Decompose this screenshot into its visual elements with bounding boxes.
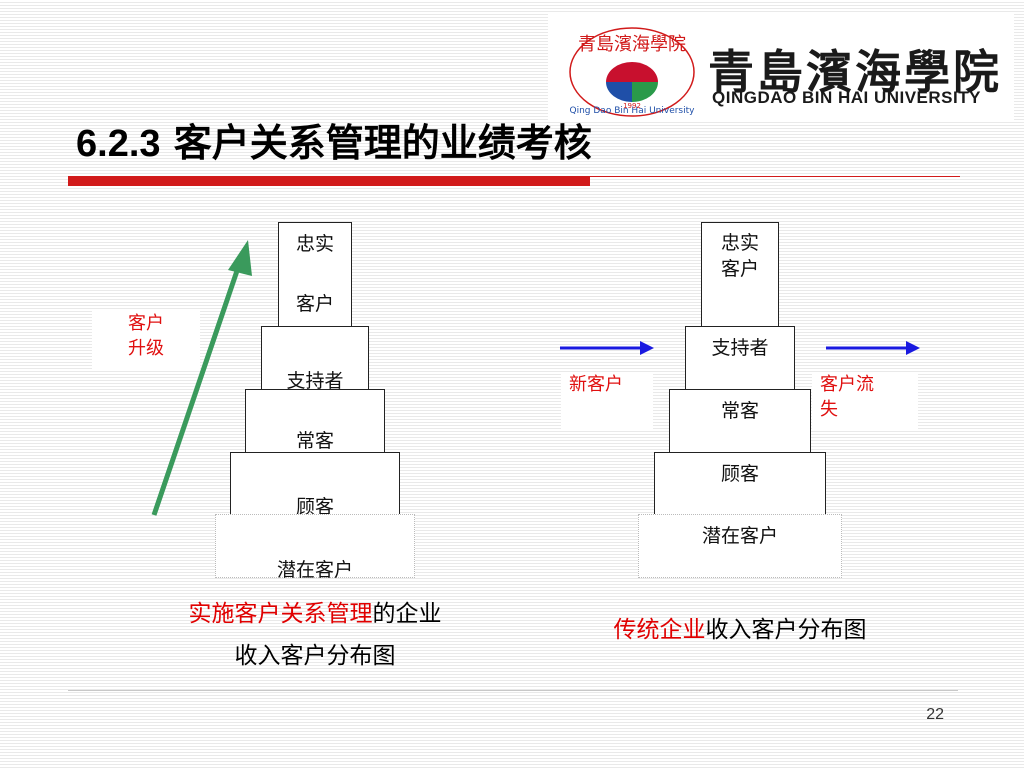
left-level-regular: 常客 <box>245 389 385 453</box>
upgrade-label: 客户 升级 <box>92 311 200 369</box>
svg-text:青島濱海學院: 青島濱海學院 <box>578 34 686 55</box>
new-customer-label: 新客户 <box>561 372 653 430</box>
customer-churn-label: 客户流 失 <box>812 372 918 430</box>
right-level-loyal-customer: 忠实 客户 <box>701 222 779 328</box>
right-level-supporter: 支持者 <box>685 326 795 390</box>
right-level-potential: 潜在客户 <box>638 514 842 578</box>
right-level-customer: 顾客 <box>654 452 826 516</box>
title-number: 6.2.3 <box>76 123 161 165</box>
left-level-customer: 顾客 <box>230 452 400 516</box>
right-caption: 传统企业收入客户分布图 <box>613 617 867 643</box>
university-name-en: QINGDAO BIN HAI UNIVERSITY <box>712 88 981 107</box>
title-underline-thin <box>590 176 960 177</box>
page-number: 22 <box>926 706 944 723</box>
svg-text:1992: 1992 <box>623 102 641 110</box>
university-name-cn: 青島濱海學院 <box>708 45 1002 99</box>
footer-divider <box>68 690 958 691</box>
left-level-potential: 潜在客户 <box>215 514 415 581</box>
title-text: 客户关系管理的业绩考核 <box>173 121 592 165</box>
svg-text:Qing Dao Bin Hai University: Qing Dao Bin Hai University <box>570 106 696 116</box>
left-caption-line1: 实施客户关系管理的企业 <box>188 601 442 627</box>
right-level-regular: 常客 <box>669 389 811 453</box>
title-underline-bar <box>68 176 590 186</box>
left-level-loyal-customer: 忠实 客户 <box>278 222 352 328</box>
slide-title: 6.2.3 客户关系管理的业绩考核 <box>76 112 592 167</box>
left-level-supporter: 支持者 <box>261 326 369 390</box>
upgrade-arrow-icon <box>151 240 252 516</box>
university-logo: 青島濱海學院 Qing Dao Bin Hai University 1992 … <box>548 14 1014 122</box>
inflow-arrow-icon <box>560 341 654 355</box>
left-caption-line2: 收入客户分布图 <box>234 643 396 669</box>
outflow-arrow-icon <box>826 341 920 355</box>
university-seal-icon: 青島濱海學院 Qing Dao Bin Hai University 1992 <box>569 27 696 117</box>
